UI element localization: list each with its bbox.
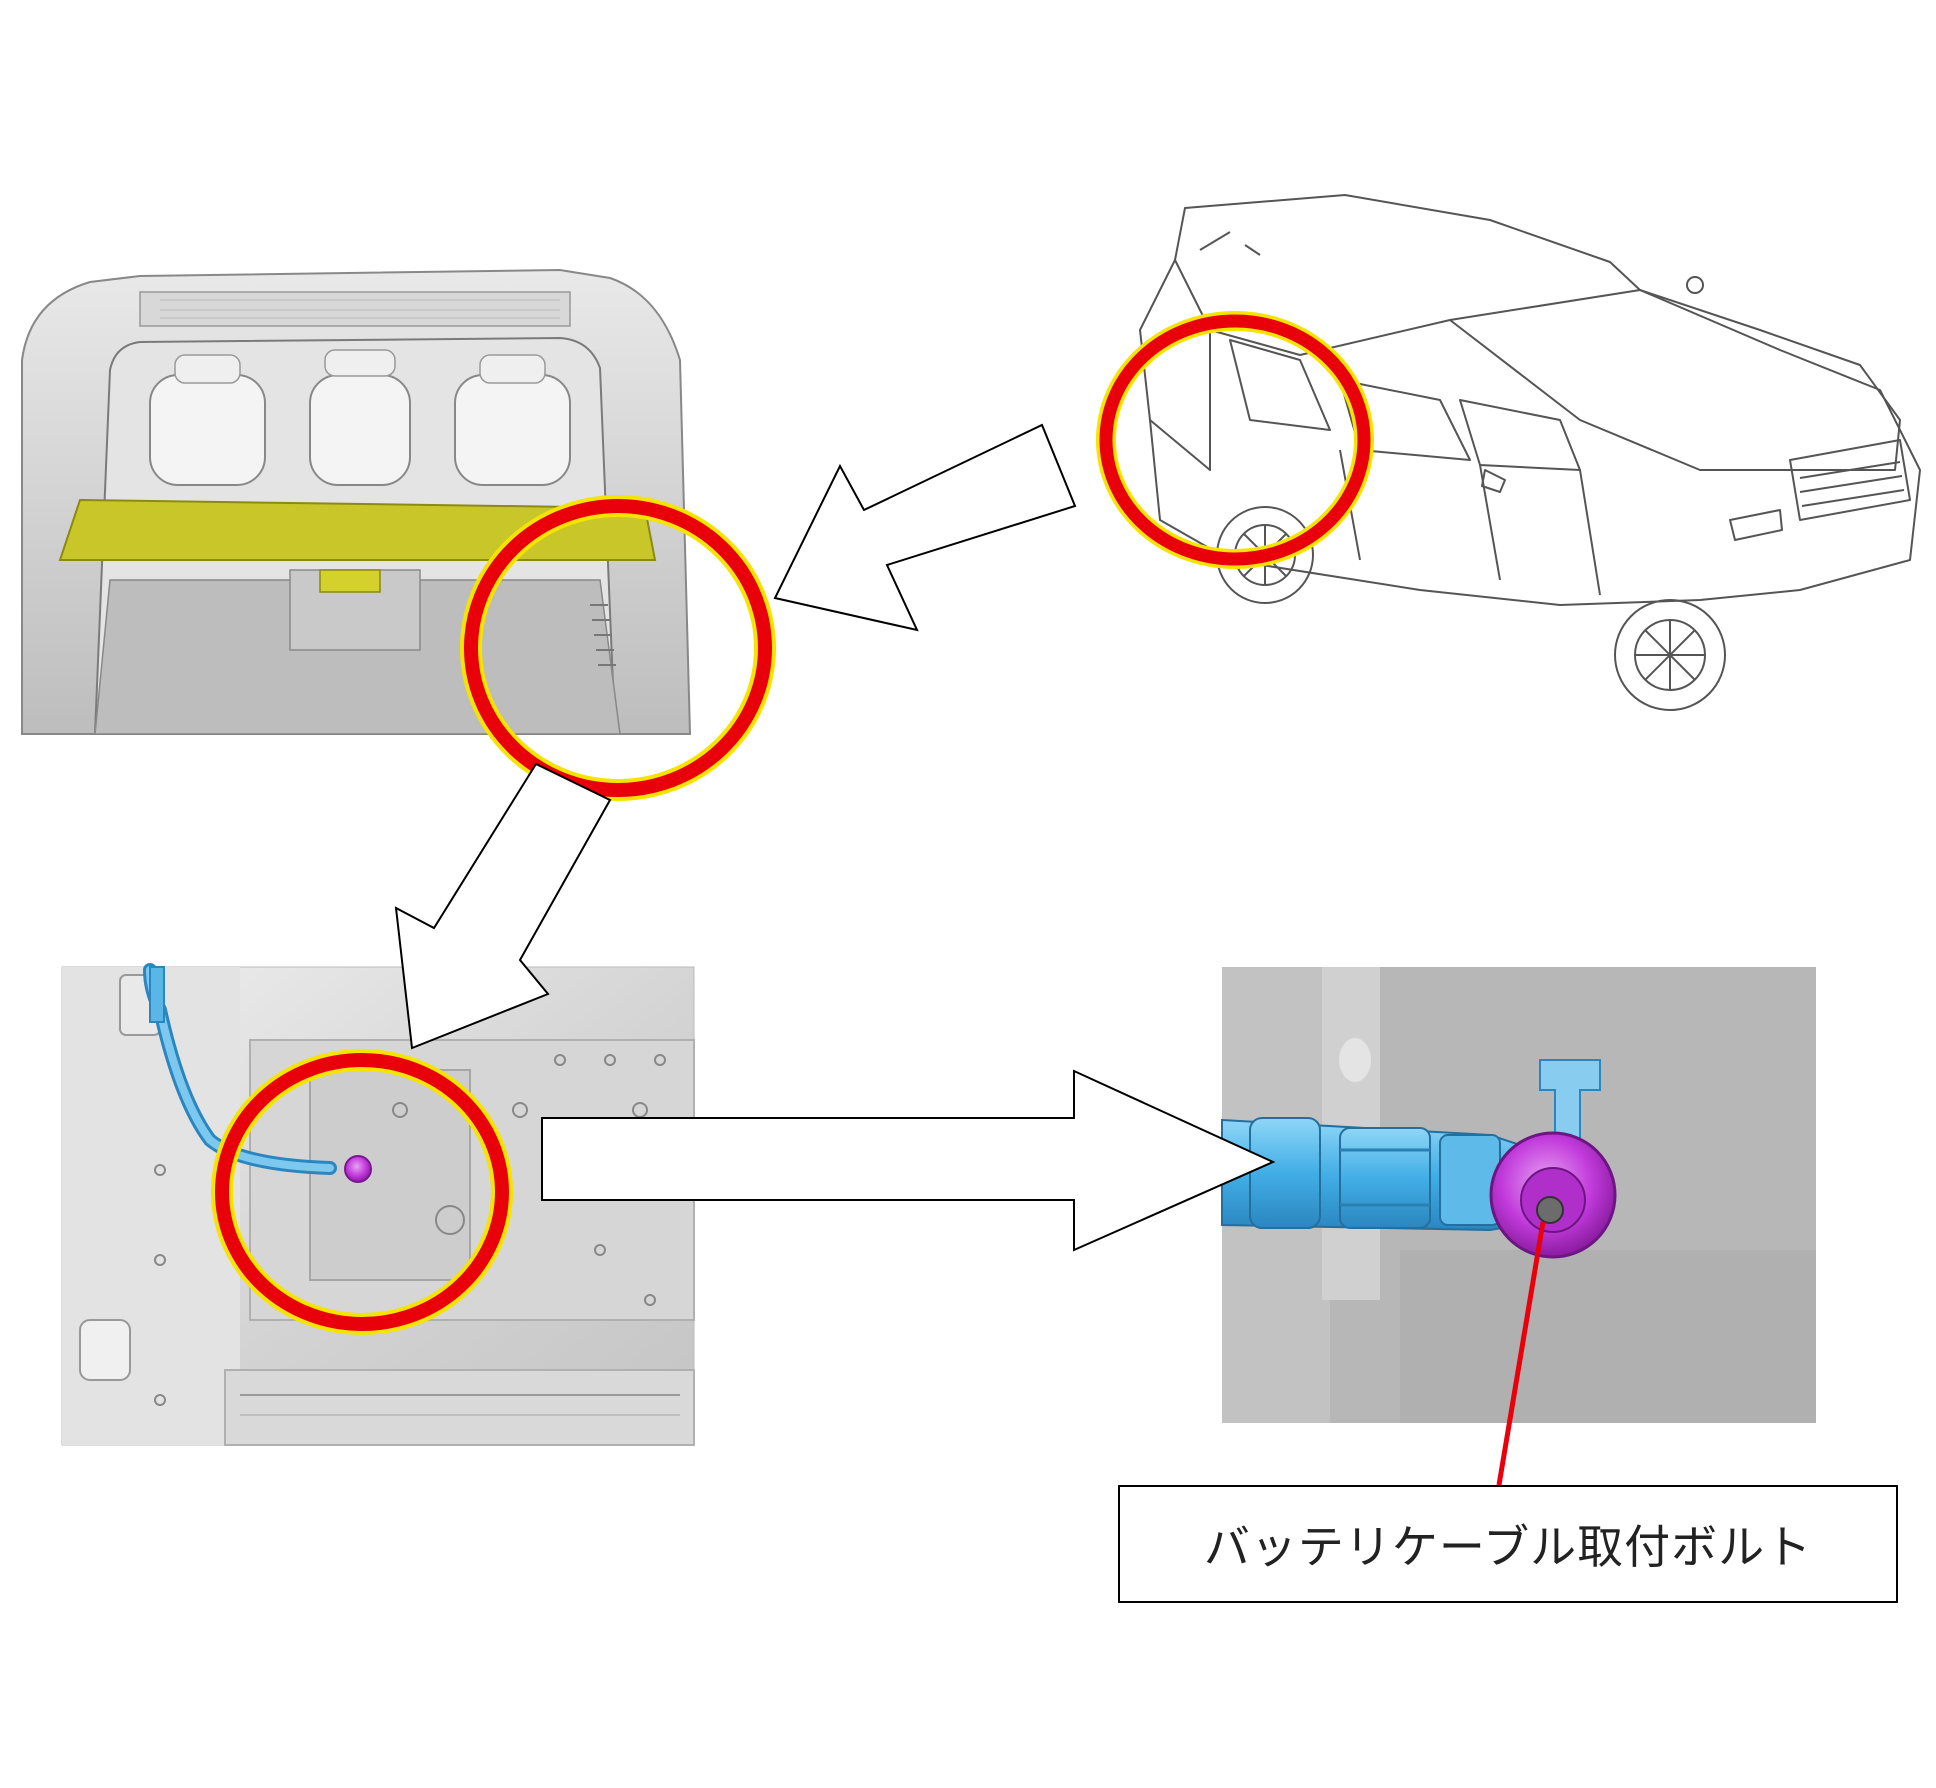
callout-box: バッテリケーブル取付ボルト — [1118, 1485, 1898, 1603]
callout-label: バッテリケーブル取付ボルト — [1203, 1520, 1813, 1574]
vehicle-overview-drawing — [1139, 194, 1921, 711]
battery-cable-bolt — [344, 1155, 372, 1183]
detail-view-image — [1221, 967, 1816, 1423]
cargo-highlight-ring — [460, 495, 776, 801]
arrow-panel-to-detail — [541, 1069, 1276, 1252]
callout-leader-line — [1496, 1221, 1546, 1486]
vehicle-highlight-ring — [1096, 311, 1374, 569]
detail-bolt-head — [1536, 1196, 1564, 1224]
arrow-vehicle-to-cargo-shape — [773, 423, 1077, 632]
panel-highlight-ring — [211, 1049, 513, 1335]
arrow-cargo-to-panel — [394, 762, 612, 1050]
panel-view-image — [61, 963, 695, 1446]
